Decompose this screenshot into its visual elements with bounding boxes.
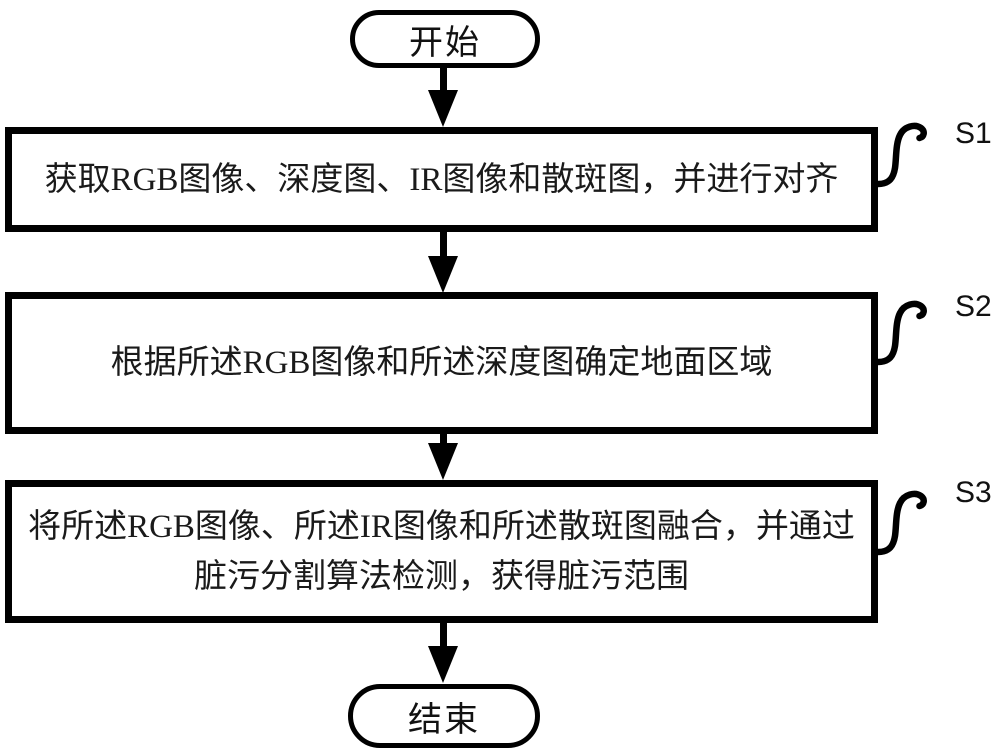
step-s2-text: 根据所述RGB图像和所述深度图确定地面区域 — [110, 345, 773, 381]
step-s3-text-line2: 脏污分割算法检测，获得脏污范围 — [194, 558, 689, 595]
step-box-s1: 获取RGB图像、深度图、IR图像和散斑图，并进行对齐 — [5, 127, 878, 232]
end-node-label: 结束 — [408, 700, 480, 739]
step-box-s2: 根据所述RGB图像和所述深度图确定地面区域 — [5, 292, 878, 434]
flow-arrow-stem — [440, 621, 447, 648]
step-s3-text-line1: 将所述RGB图像、所述IR图像和所述散斑图融合，并通过 — [28, 508, 855, 545]
flow-arrow-stem — [440, 432, 447, 445]
arrow-down-icon — [428, 443, 458, 480]
arrow-down-icon — [428, 90, 458, 127]
s3-leader-curve-icon — [877, 490, 927, 556]
flow-arrow-stem — [440, 230, 447, 258]
step-label-s2: S2 — [955, 290, 992, 323]
step-label-s3: S3 — [955, 476, 992, 509]
s1-leader-curve-icon — [877, 122, 927, 188]
arrow-down-icon — [428, 646, 458, 683]
step-label-s1: S1 — [955, 117, 992, 150]
end-node: 结束 — [348, 684, 540, 748]
start-node: 开始 — [350, 10, 540, 68]
start-node-label: 开始 — [409, 23, 481, 62]
step-box-s3: 将所述RGB图像、所述IR图像和所述散斑图融合，并通过 脏污分割算法检测，获得脏… — [5, 480, 878, 623]
flow-arrow-stem — [440, 66, 447, 92]
s2-leader-curve-icon — [877, 300, 927, 366]
step-s1-text: 获取RGB图像、深度图、IR图像和散斑图，并进行对齐 — [44, 161, 839, 198]
arrow-down-icon — [428, 256, 458, 293]
